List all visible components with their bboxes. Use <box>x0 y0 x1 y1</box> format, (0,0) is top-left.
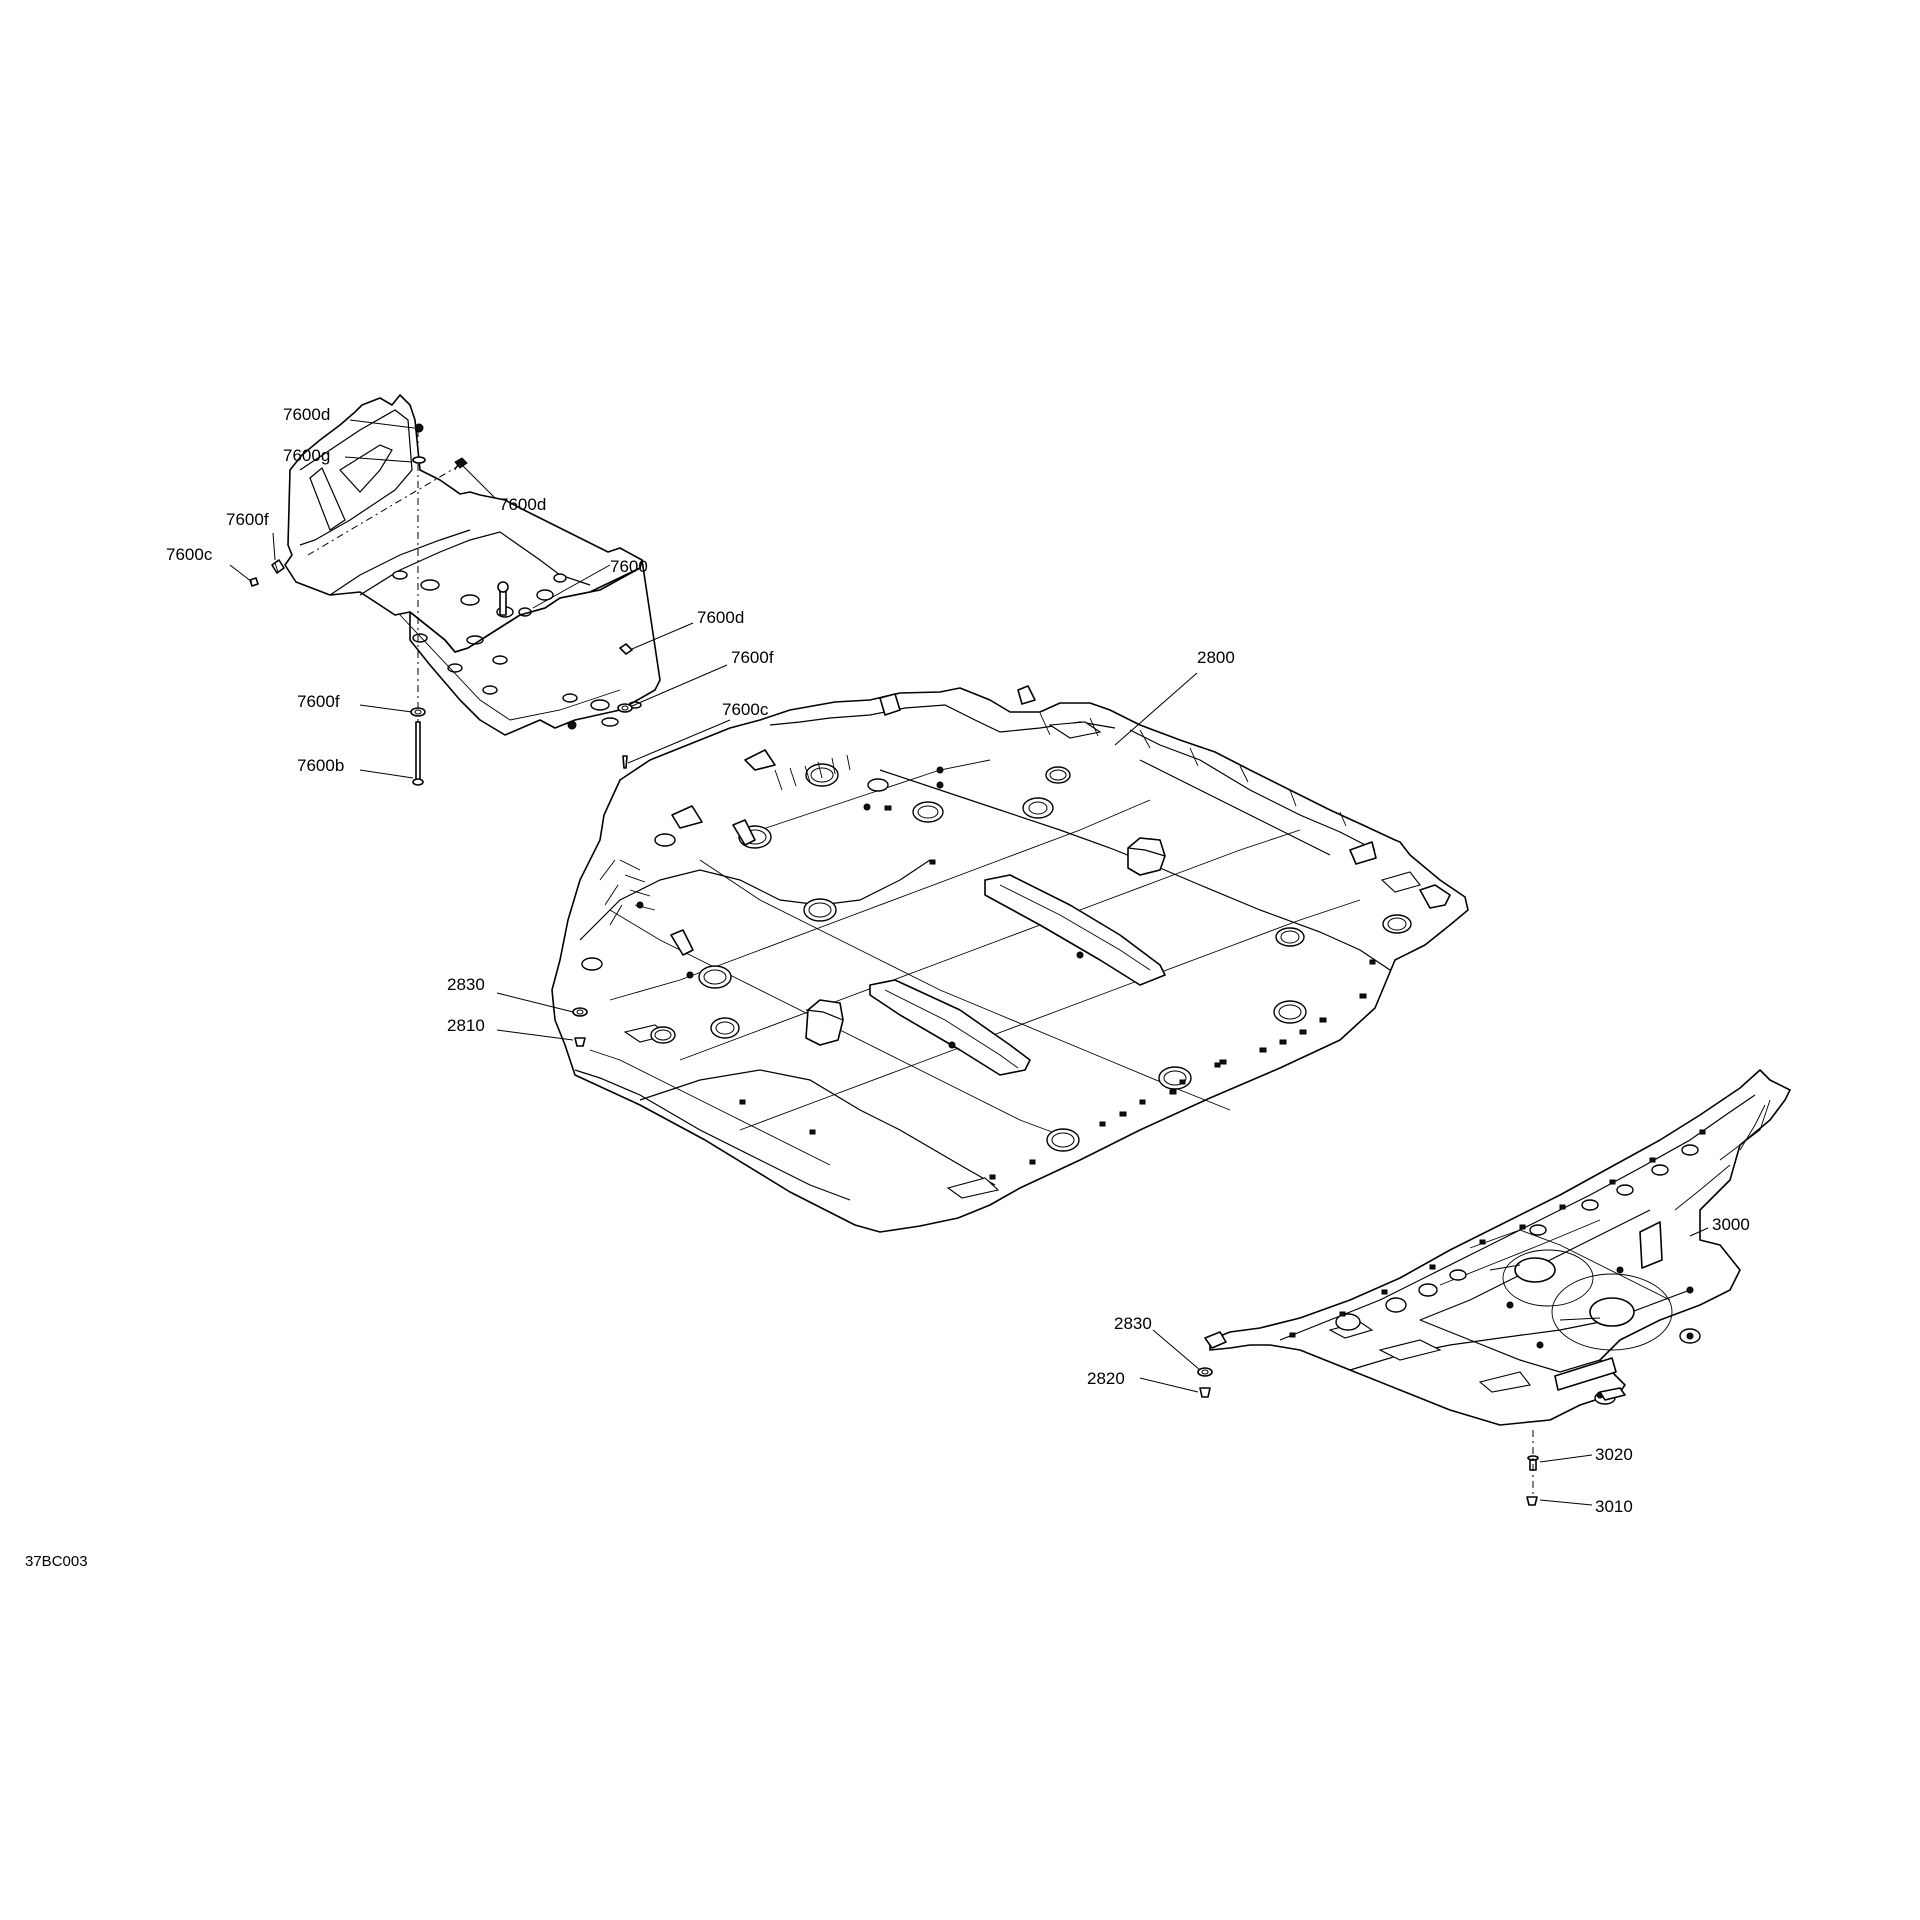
callout-2830-right: 2830 <box>1114 1314 1152 1333</box>
callout-7600g: 7600g <box>283 446 330 465</box>
callout-7600d-mid: 7600d <box>697 608 744 627</box>
hardware-3000 <box>1197 1367 1539 1506</box>
skid-plate-2800 <box>551 685 1469 1233</box>
callout-7600c-right: 7600c <box>722 700 769 719</box>
skid-plate-3000 <box>1204 1069 1791 1426</box>
callout-labels: 7600d 7600g 7600d 7600f 7600c 7600 7600d… <box>25 405 1750 1570</box>
callout-7600f-right: 7600f <box>731 648 774 667</box>
callout-7600b: 7600b <box>297 756 344 775</box>
callout-7600c-left: 7600c <box>166 545 213 564</box>
callout-2830-left: 2830 <box>447 975 485 994</box>
callout-7600: 7600 <box>610 557 648 576</box>
callout-2800: 2800 <box>1197 648 1235 667</box>
callout-7600f-top: 7600f <box>226 510 269 529</box>
callout-7600f-left: 7600f <box>297 692 340 711</box>
leader-lines <box>229 419 1709 1506</box>
callout-2820: 2820 <box>1087 1369 1125 1388</box>
callout-7600d-right: 7600d <box>499 495 546 514</box>
callout-3000: 3000 <box>1712 1215 1750 1234</box>
skid-plate-7600 <box>284 394 661 736</box>
callout-7600d-top: 7600d <box>283 405 330 424</box>
callout-2810: 2810 <box>447 1016 485 1035</box>
hardware-7600 <box>249 423 633 786</box>
callout-3020: 3020 <box>1595 1445 1633 1464</box>
callout-3010: 3010 <box>1595 1497 1633 1516</box>
figure-code: 37BC003 <box>25 1553 88 1570</box>
